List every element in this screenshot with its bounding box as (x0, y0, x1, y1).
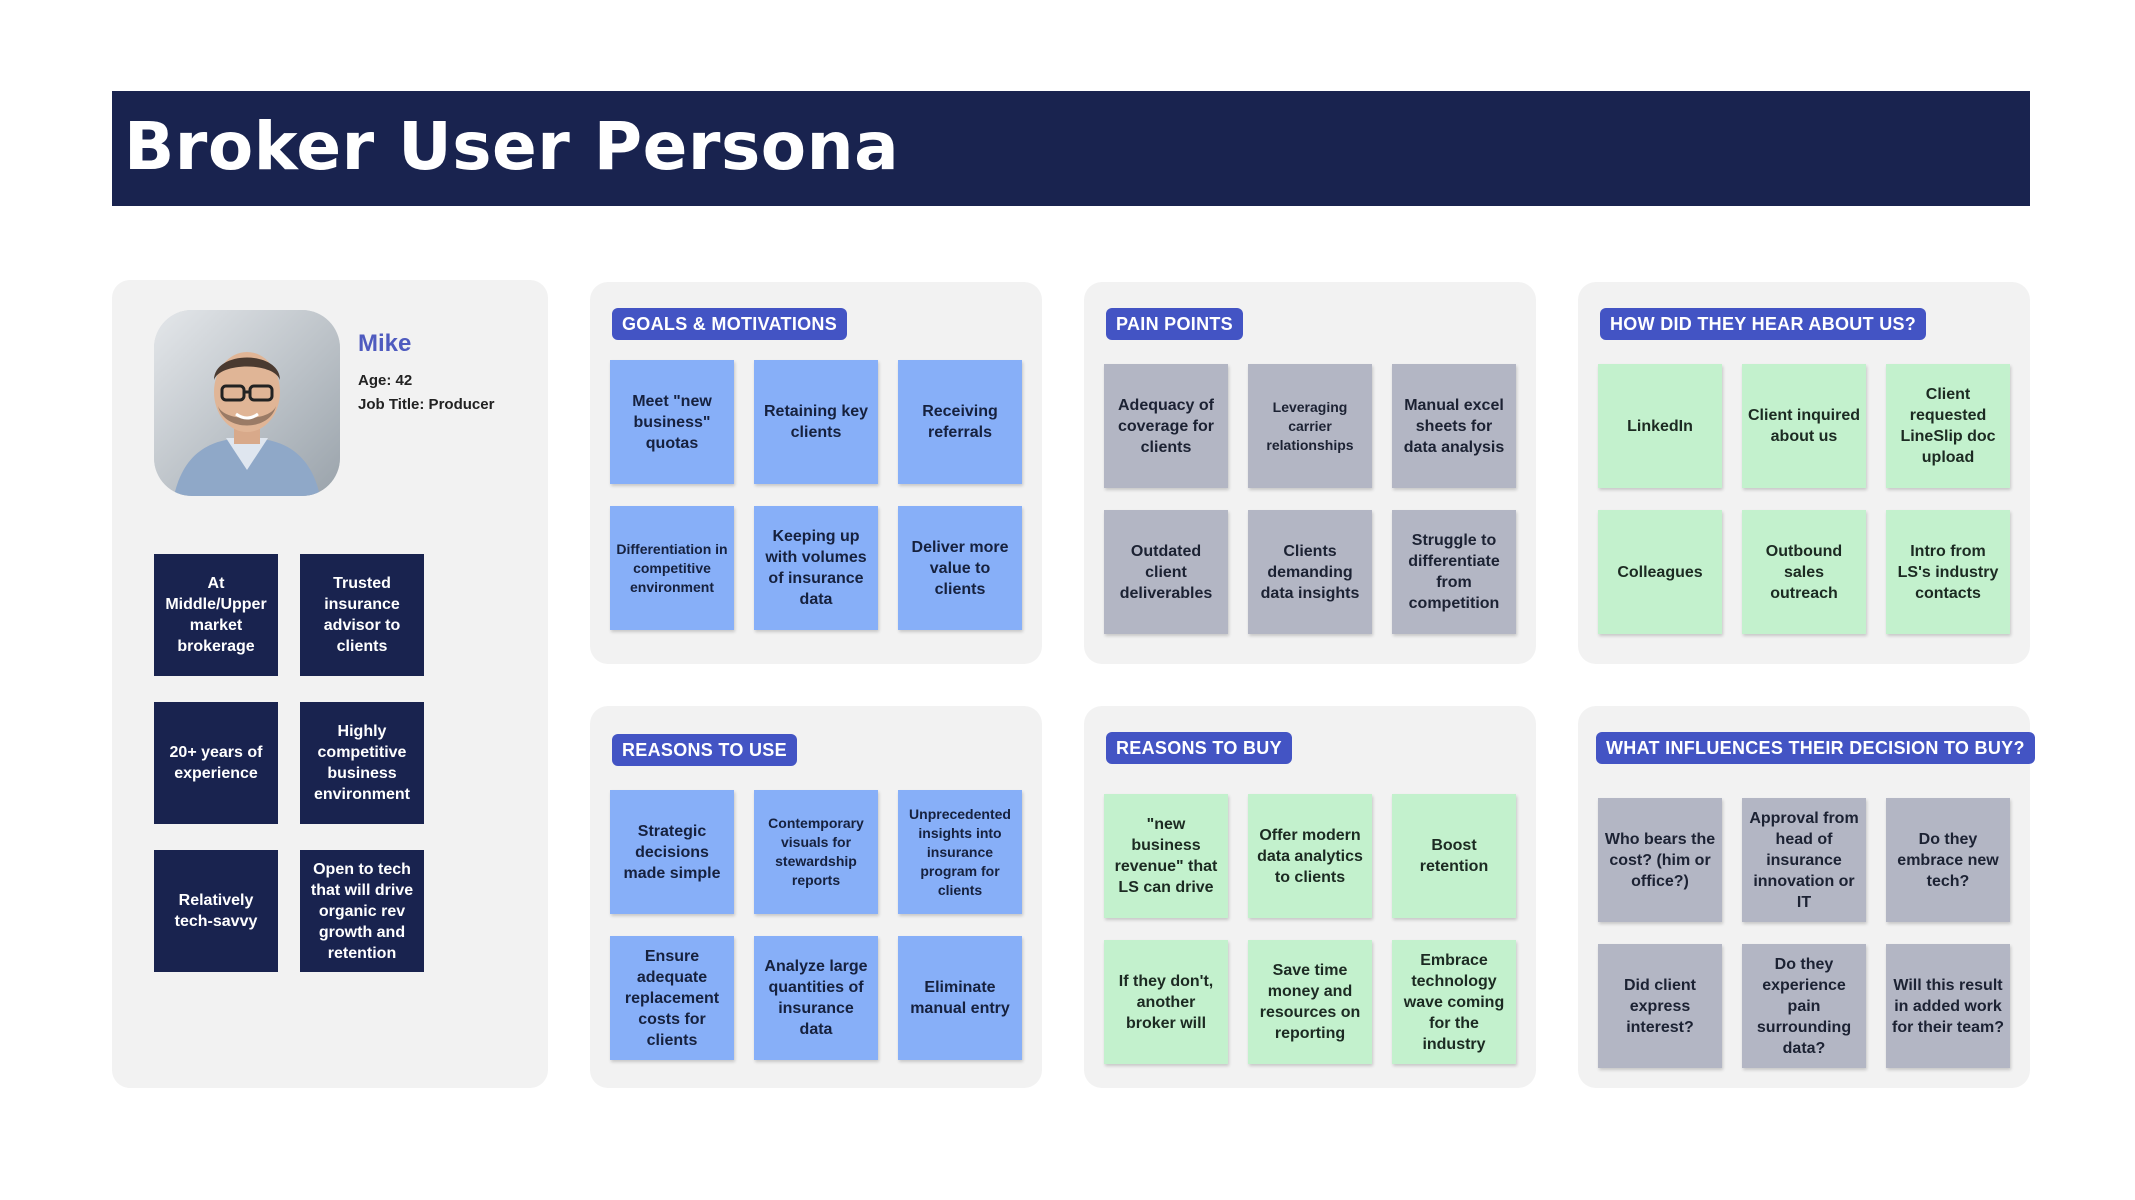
goals-grid: Meet "new business" quotas Retaining key… (610, 360, 1023, 630)
trait-card: Trusted insurance advisor to clients (300, 554, 424, 676)
persona-name: Mike (358, 330, 412, 357)
decision-influences-panel: WHAT INFLUENCES THEIR DECISION TO BUY? W… (1578, 706, 2035, 1088)
trait-card: 20+ years of experience (154, 702, 278, 824)
sticky-note: Unprecedented insights into insurance pr… (898, 790, 1022, 914)
sticky-note: Ensure adequate replacement costs for cl… (610, 936, 734, 1060)
sticky-note: Outdated client deliverables (1104, 510, 1228, 634)
sticky-note: Eliminate manual entry (898, 936, 1022, 1060)
page-title: Broker User Persona (124, 108, 900, 185)
persona-avatar (154, 310, 340, 496)
sticky-note: Save time money and resources on reporti… (1248, 940, 1372, 1064)
sticky-note: Client inquired about us (1742, 364, 1866, 488)
sticky-note: Receiving referrals (898, 360, 1022, 484)
sticky-note: Intro from LS's industry contacts (1886, 510, 2010, 634)
persona-panel: Mike Age: 42 Job Title: Producer At Midd… (112, 280, 548, 1088)
pain-points-panel: PAIN POINTS Adequacy of coverage for cli… (1084, 282, 1536, 664)
reasons-to-buy-heading: REASONS TO BUY (1106, 732, 1292, 764)
hear-about-us-heading: HOW DID THEY HEAR ABOUT US? (1600, 308, 1927, 340)
sticky-note: "new business revenue" that LS can drive (1104, 794, 1228, 918)
goals-panel: GOALS & MOTIVATIONS Meet "new business" … (590, 282, 1042, 664)
reasons-to-use-grid: Strategic decisions made simple Contempo… (610, 790, 1023, 1060)
sticky-note: Keeping up with volumes of insurance dat… (754, 506, 878, 630)
sticky-note: Analyze large quantities of insurance da… (754, 936, 878, 1060)
hear-about-us-grid: LinkedIn Client inquired about us Client… (1598, 364, 2011, 634)
sticky-note: Manual excel sheets for data analysis (1392, 364, 1516, 488)
trait-card: Highly competitive business environment (300, 702, 424, 824)
sticky-note: Will this result in added work for their… (1886, 944, 2010, 1068)
decision-influences-heading: WHAT INFLUENCES THEIR DECISION TO BUY? (1596, 732, 2035, 764)
reasons-to-use-heading: REASONS TO USE (612, 734, 797, 766)
hear-about-us-panel: HOW DID THEY HEAR ABOUT US? LinkedIn Cli… (1578, 282, 2030, 664)
sticky-note: Do they experience pain surrounding data… (1742, 944, 1866, 1068)
sticky-note: Retaining key clients (754, 360, 878, 484)
sticky-note: LinkedIn (1598, 364, 1722, 488)
sticky-note: Approval from head of insurance innovati… (1742, 798, 1866, 922)
persona-age: Age: 42 (358, 372, 413, 389)
sticky-note: Did client express interest? (1598, 944, 1722, 1068)
sticky-note: Clients demanding data insights (1248, 510, 1372, 634)
reasons-to-buy-panel: REASONS TO BUY "new business revenue" th… (1084, 706, 1536, 1088)
sticky-note: Do they embrace new tech? (1886, 798, 2010, 922)
trait-card: Open to tech that will drive organic rev… (300, 850, 424, 972)
persona-job-title: Job Title: Producer (358, 396, 495, 413)
sticky-note: Embrace technology wave coming for the i… (1392, 940, 1516, 1064)
sticky-note: Client requested LineSlip doc upload (1886, 364, 2010, 488)
title-banner: Broker User Persona (112, 91, 2030, 206)
trait-card: At Middle/Upper market brokerage (154, 554, 278, 676)
sticky-note: Offer modern data analytics to clients (1248, 794, 1372, 918)
sticky-note: Strategic decisions made simple (610, 790, 734, 914)
sticky-note: Colleagues (1598, 510, 1722, 634)
sticky-note: Boost retention (1392, 794, 1516, 918)
sticky-note: Deliver more value to clients (898, 506, 1022, 630)
persona-photo (154, 310, 340, 496)
reasons-to-use-panel: REASONS TO USE Strategic decisions made … (590, 706, 1042, 1088)
sticky-note: Leveraging carrier relationships (1248, 364, 1372, 488)
sticky-note: Meet "new business" quotas (610, 360, 734, 484)
sticky-note: Struggle to differentiate from competiti… (1392, 510, 1516, 634)
pain-points-heading: PAIN POINTS (1106, 308, 1243, 340)
sticky-note: Contemporary visuals for stewardship rep… (754, 790, 878, 914)
decision-influences-grid: Who bears the cost? (him or office?) App… (1598, 798, 2011, 1068)
sticky-note: Differentiation in competitive environme… (610, 506, 734, 630)
reasons-to-buy-grid: "new business revenue" that LS can drive… (1104, 794, 1517, 1064)
goals-heading: GOALS & MOTIVATIONS (612, 308, 848, 340)
sticky-note: Adequacy of coverage for clients (1104, 364, 1228, 488)
trait-card: Relatively tech-savvy (154, 850, 278, 972)
sticky-note: Outbound sales outreach (1742, 510, 1866, 634)
pain-points-grid: Adequacy of coverage for clients Leverag… (1104, 364, 1517, 634)
sticky-note: If they don't, another broker will (1104, 940, 1228, 1064)
sticky-note: Who bears the cost? (him or office?) (1598, 798, 1722, 922)
